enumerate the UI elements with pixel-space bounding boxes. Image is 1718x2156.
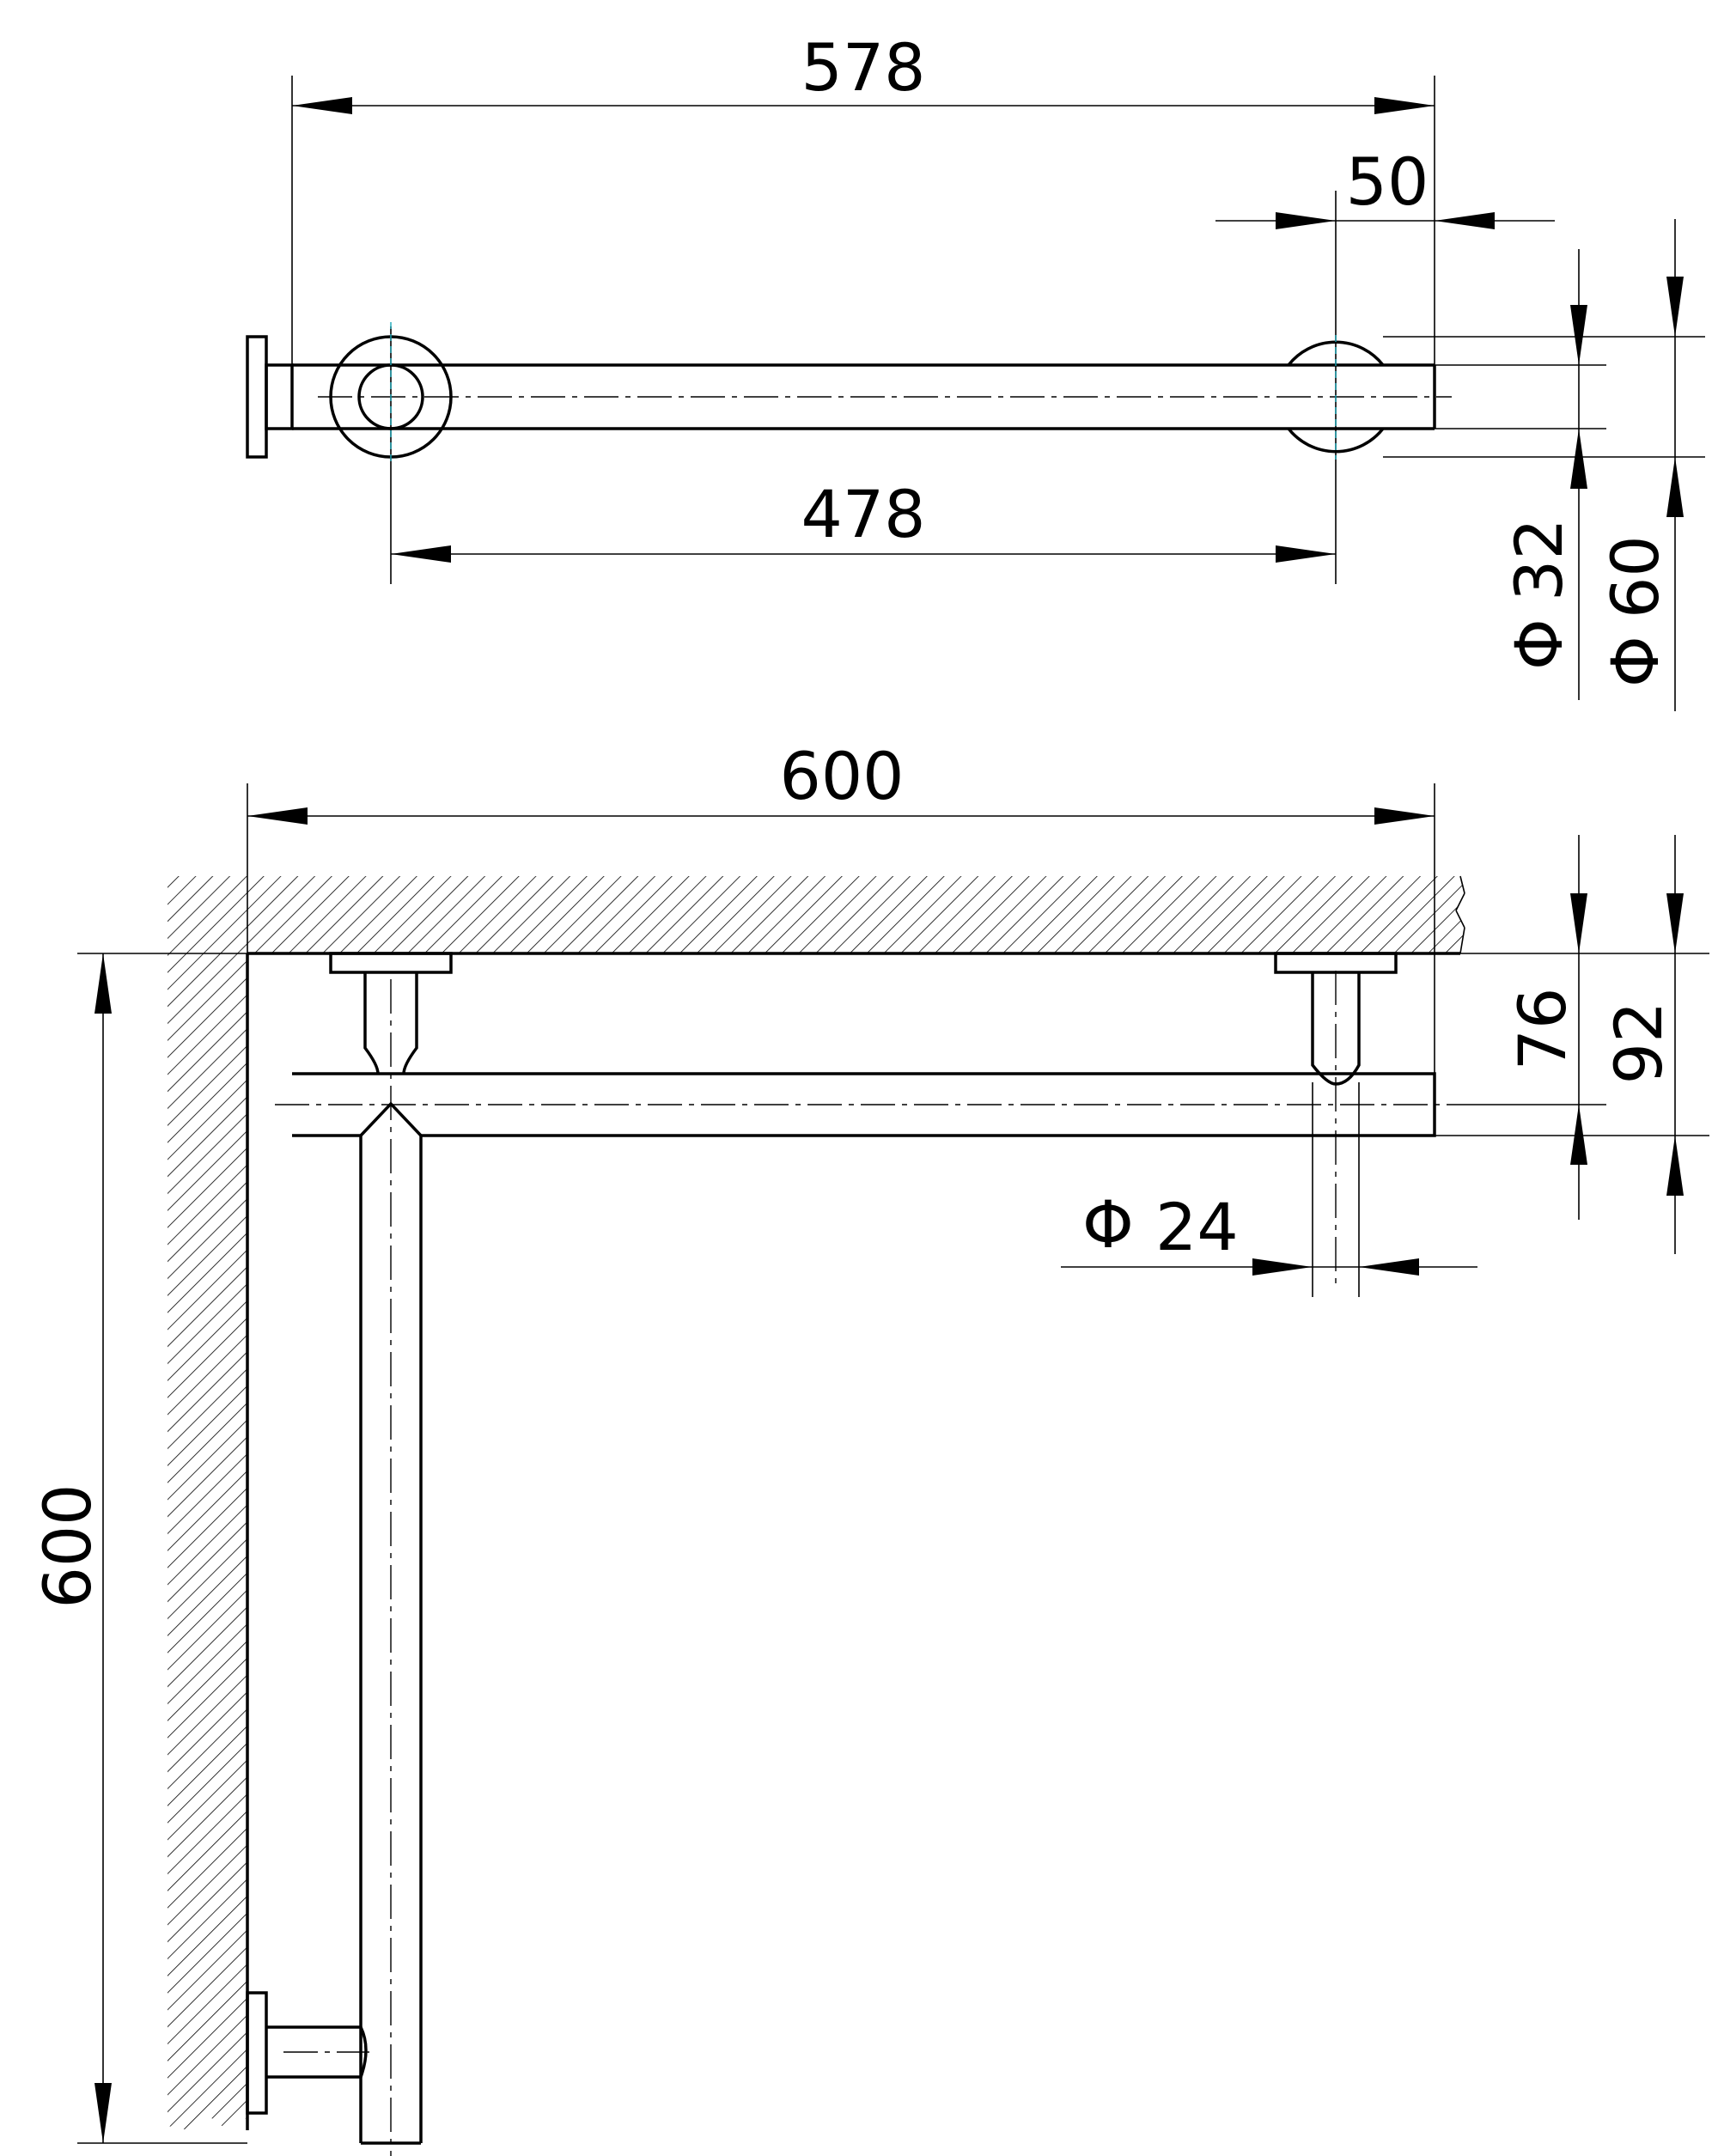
dim-label-dia-60: 60 [1597,535,1673,618]
top-view: 578 50 [246,29,1705,711]
dimension-dia-32: Φ 32 [1501,249,1587,700]
flange-collar [265,363,294,430]
dim-label-578: 578 [801,29,925,106]
dimension-600-vertical: 600 [29,953,247,2144]
dimension-578: 578 [292,29,1435,114]
dia-symbol-24: Φ [1082,1186,1134,1263]
dimension-600-horizontal: 600 [247,738,1435,1134]
dim-label-92: 92 [1600,1002,1677,1085]
dim-label-50: 50 [1346,143,1429,220]
dim-label-76: 76 [1504,988,1581,1071]
dimension-dia-60: Φ 60 [1597,219,1684,711]
dim-label-dia-32: 32 [1501,518,1577,601]
dim-label-600-horizontal: 600 [779,738,904,814]
dim-label-478: 478 [801,476,925,552]
mount-flange-right [1274,952,1398,974]
bottom-view: 600 600 [29,738,1709,2156]
dimension-76: 76 [1504,835,1587,1220]
mount-flange-bottom [246,1991,268,2115]
wall-flange [246,335,268,459]
mount-flange-left [329,952,453,974]
dimension-478: 478 [391,476,1336,563]
dia-symbol-60: Φ [1597,636,1673,687]
dim-label-600-vertical: 600 [29,1483,106,1608]
dimension-92: 92 [1600,835,1684,1254]
post-left-vertical [363,972,418,1075]
post-bottom [266,2025,368,2079]
dimension-dia-24: Φ 24 [1061,1186,1477,1276]
dimension-50: 50 [1215,143,1555,229]
dim-label-dia-24: 24 [1155,1189,1239,1265]
dia-symbol-32: Φ [1501,618,1577,670]
rosette-right [1287,340,1385,454]
